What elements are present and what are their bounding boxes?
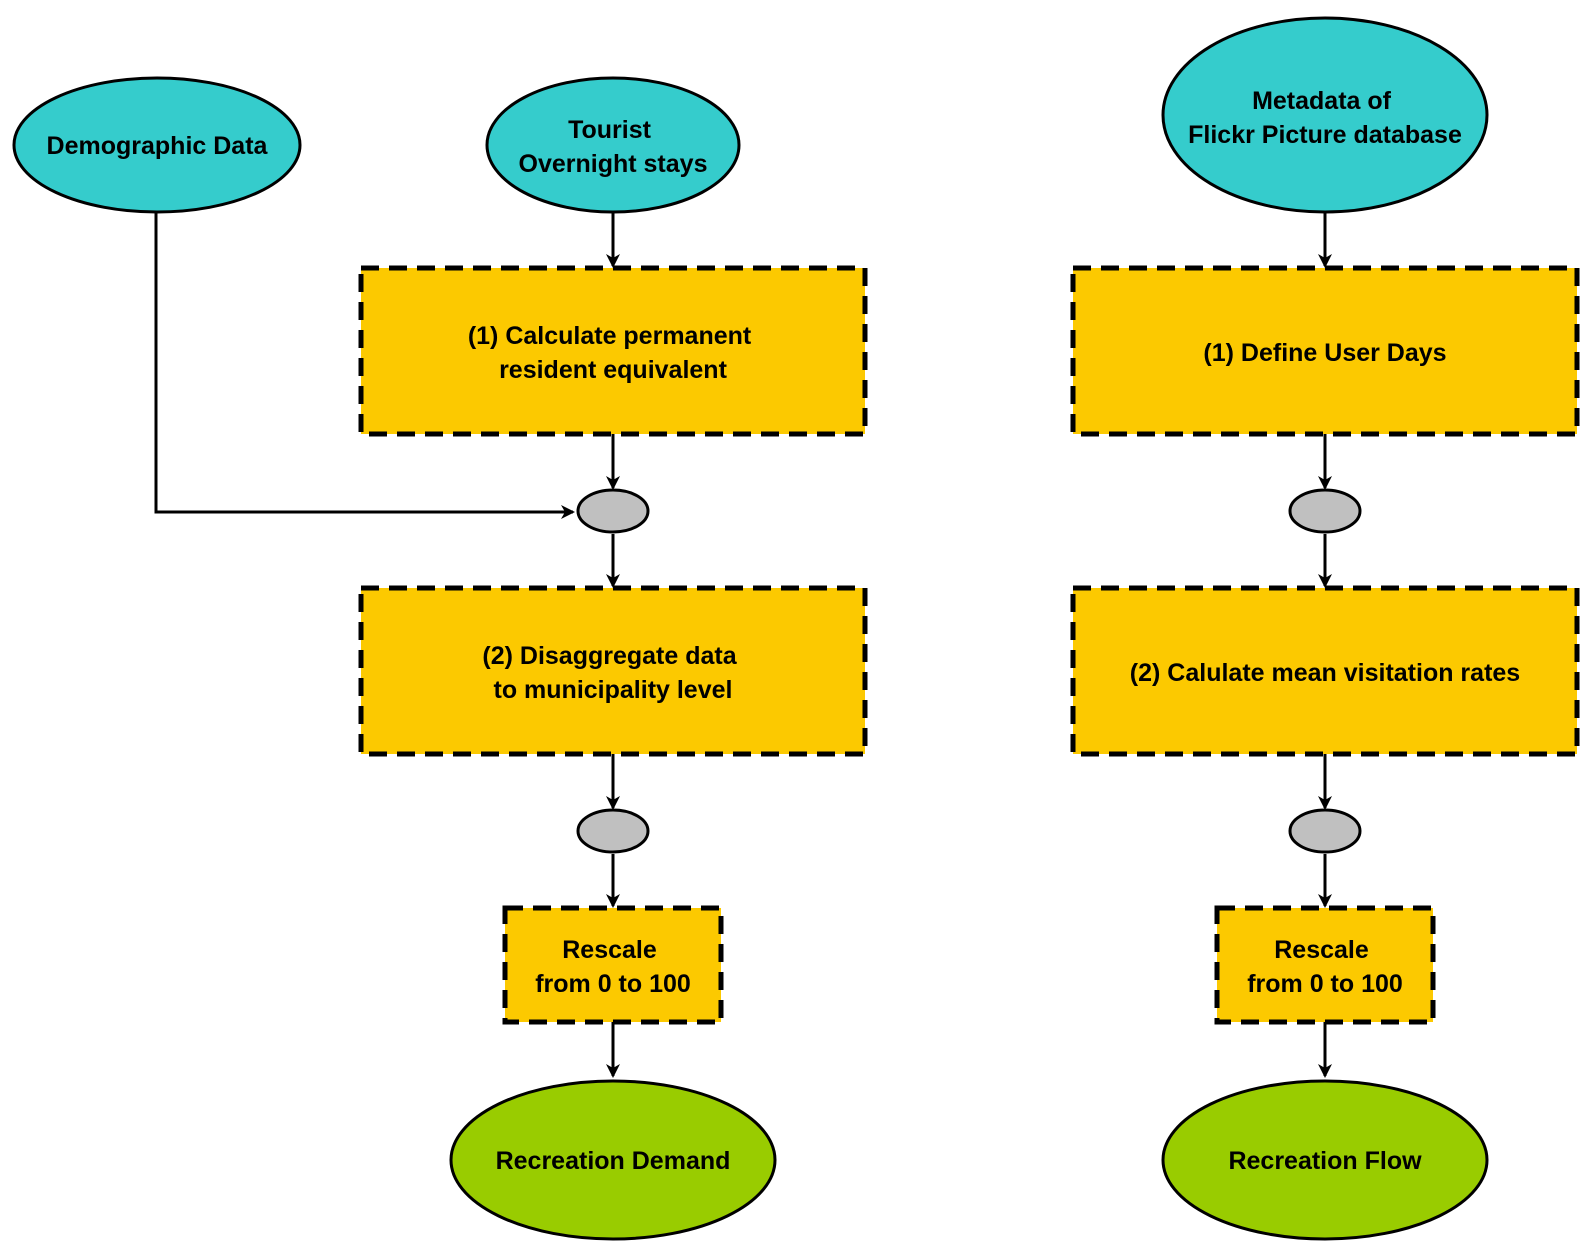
recreation-flow-label: Recreation Flow [1228, 1147, 1422, 1175]
process-box [1214, 905, 1436, 1025]
junction-2 [576, 808, 650, 854]
junction-node [576, 488, 650, 534]
node-recreation-flow: Recreation Flow [1161, 1079, 1489, 1241]
right-step1-label: (1) Define User Days [1203, 339, 1446, 367]
node-left-step2: (2) Disaggregate data to municipality le… [358, 585, 868, 757]
node-tourist-overnight-stays: Tourist Overnight stays [485, 76, 741, 214]
edges-left [154, 212, 620, 1078]
demographic-data-label: Demographic Data [47, 132, 269, 160]
node-right-step1: (1) Define User Days [1070, 265, 1580, 437]
flickr-metadata-label: Metadata of Flickr Picture database [1188, 87, 1462, 149]
right-step2-label: (2) Calulate mean visitation rates [1130, 659, 1520, 687]
output-ellipse [449, 1079, 777, 1241]
process-box [1070, 585, 1580, 757]
node-recreation-demand: Recreation Demand [449, 1079, 777, 1241]
edge-demographic-to-junction-1 [154, 212, 575, 519]
tourist-label: Tourist Overnight stays [519, 116, 708, 178]
left-rescale-label: Rescale from 0 to 100 [535, 936, 691, 998]
right-rescale-label: Rescale from 0 to 100 [1247, 936, 1403, 998]
junction-3 [1288, 488, 1362, 534]
output-ellipse [1161, 1079, 1489, 1241]
junction-1 [576, 488, 650, 534]
junction-node [1288, 808, 1362, 854]
input-ellipse [12, 76, 302, 214]
left-step2-label: (2) Disaggregate data to municipality le… [482, 642, 743, 704]
junction-node [1288, 488, 1362, 534]
left-step1-label: (1) Calculate permanent resident equival… [468, 322, 758, 384]
recreation-demand-label: Recreation Demand [496, 1147, 731, 1175]
process-box [358, 585, 868, 757]
process-box [358, 265, 868, 437]
process-box [1070, 265, 1580, 437]
node-left-rescale: Rescale from 0 to 100 [502, 905, 724, 1025]
node-left-step1: (1) Calculate permanent resident equival… [358, 265, 868, 437]
input-ellipse [485, 76, 741, 214]
node-right-step2: (2) Calulate mean visitation rates [1070, 585, 1580, 757]
input-ellipse [1161, 16, 1489, 214]
node-flickr-metadata: Metadata of Flickr Picture database [1161, 16, 1489, 214]
junction-node [576, 808, 650, 854]
node-right-rescale: Rescale from 0 to 100 [1214, 905, 1436, 1025]
process-box [502, 905, 724, 1025]
node-demographic-data: Demographic Data [12, 76, 302, 214]
junction-4 [1288, 808, 1362, 854]
